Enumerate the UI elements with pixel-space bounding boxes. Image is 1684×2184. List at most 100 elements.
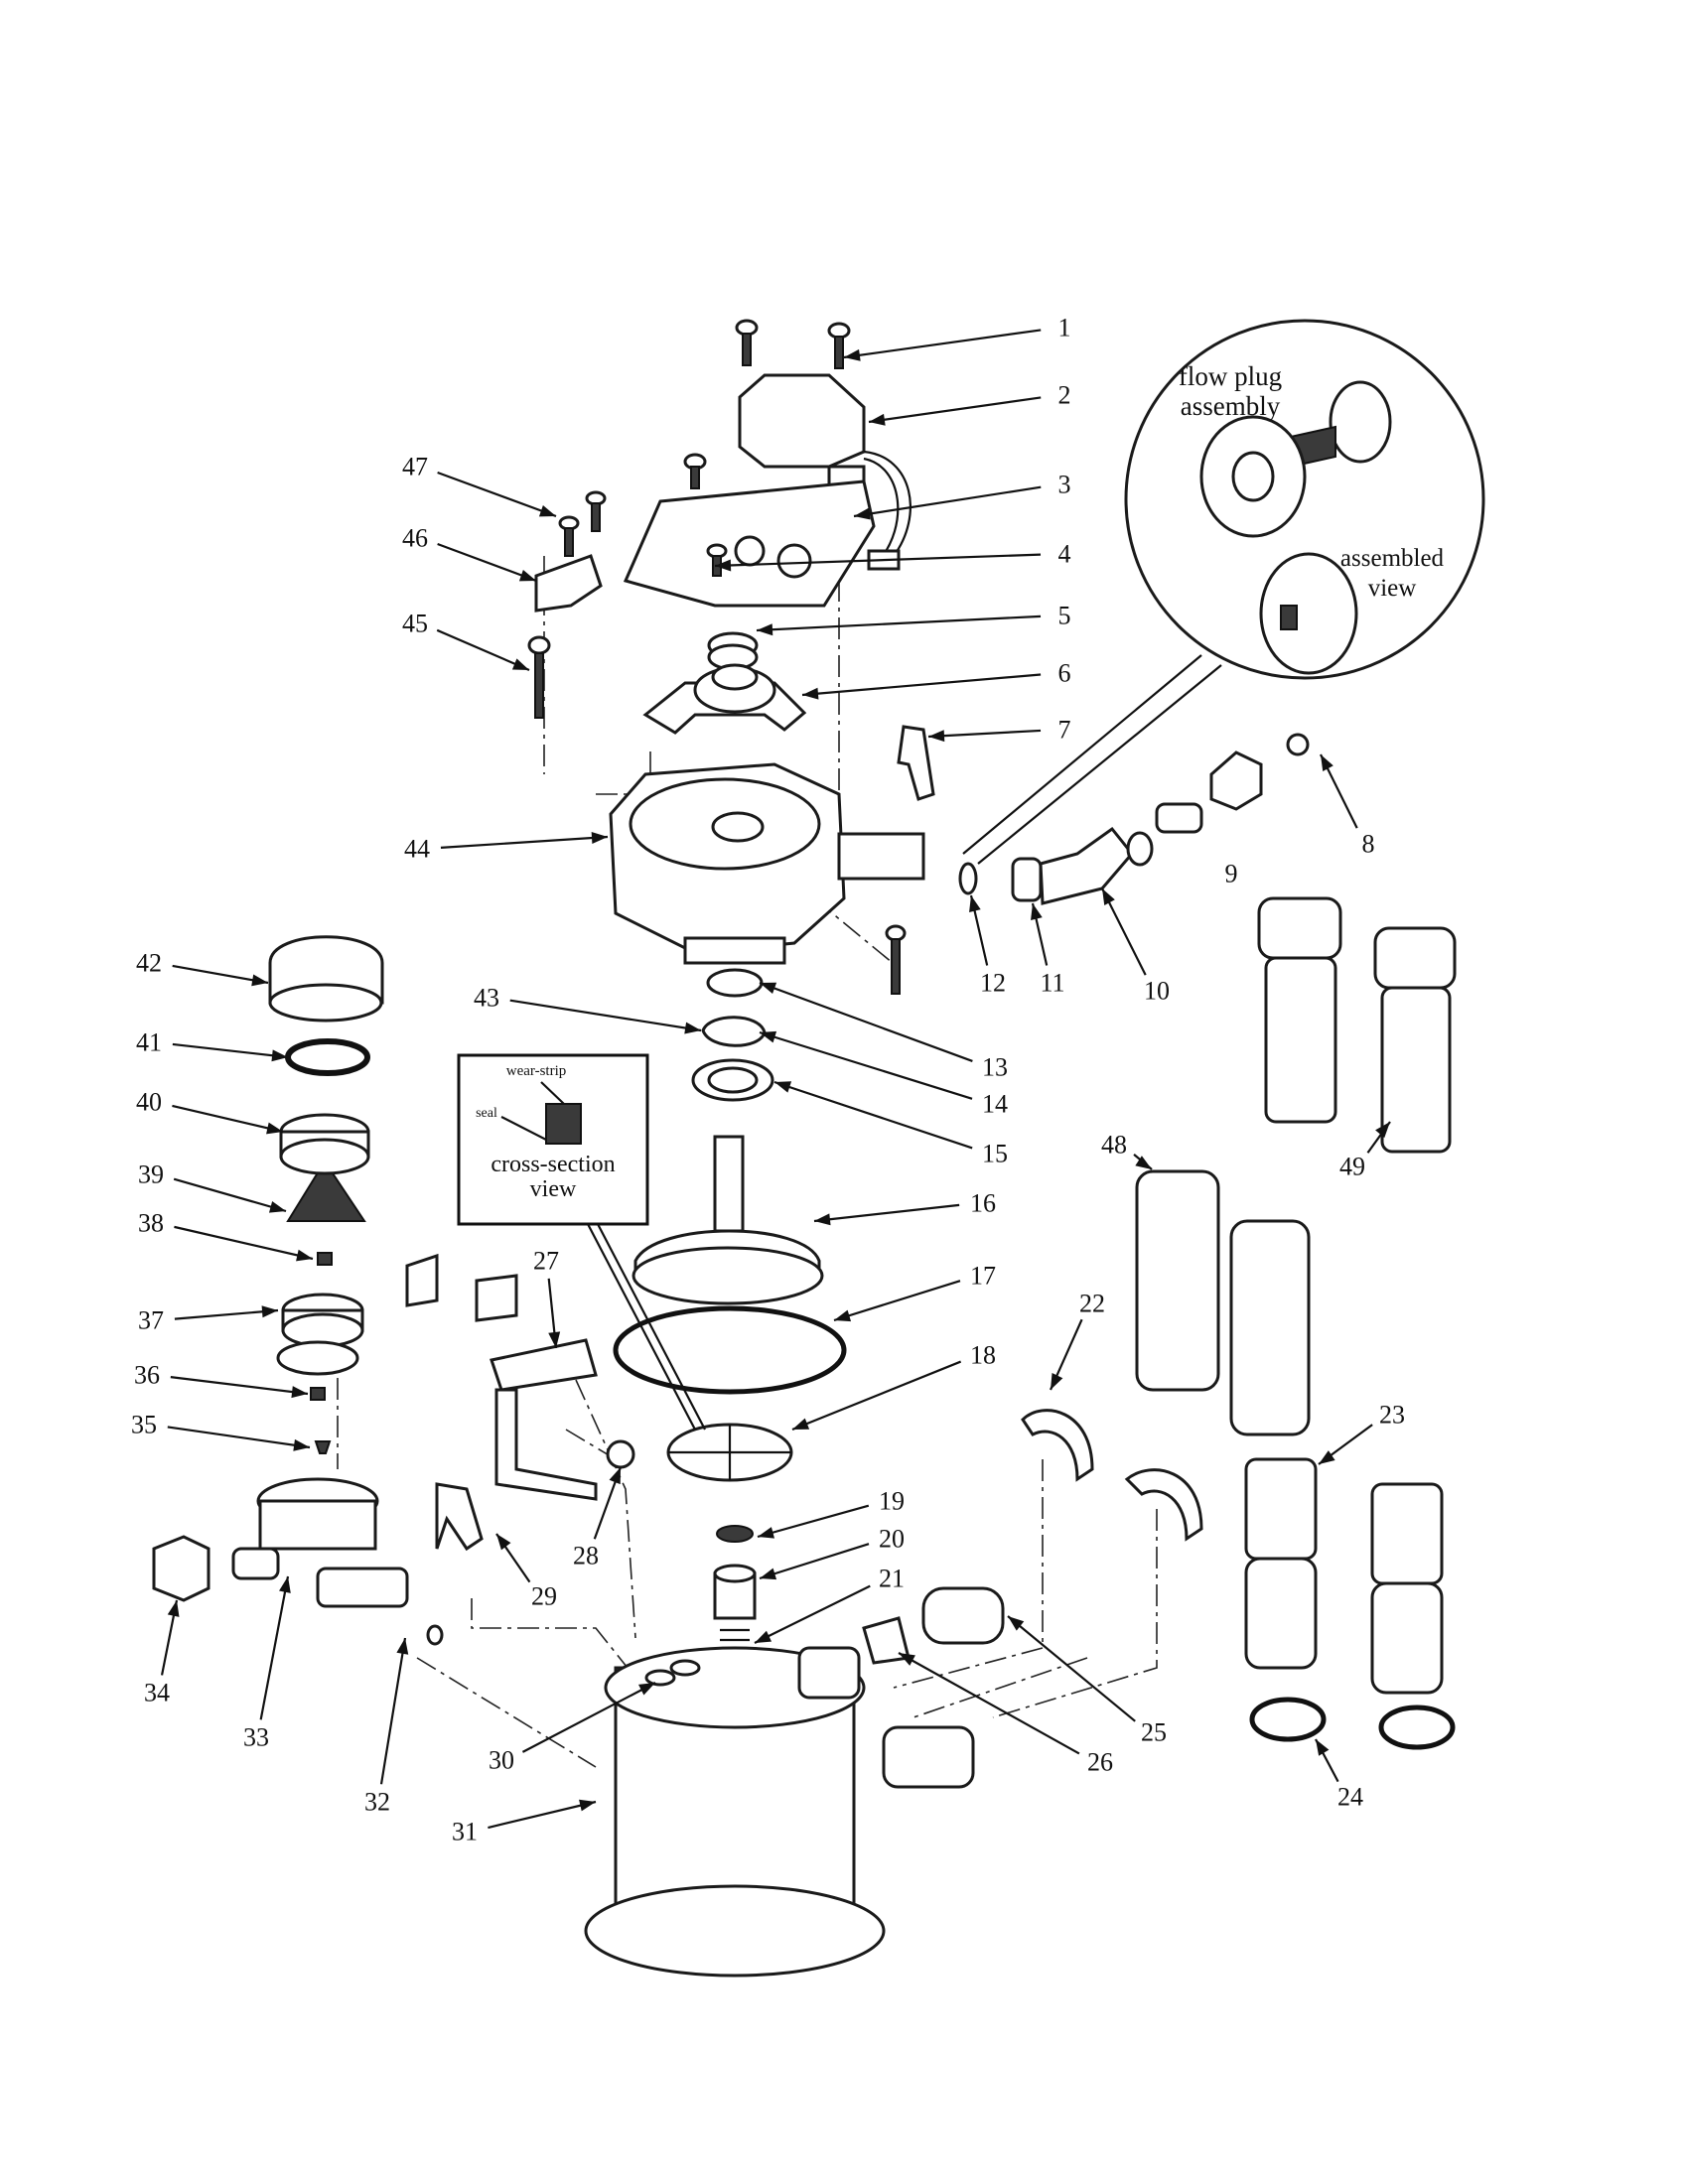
assembled-label-2: view: [1368, 575, 1417, 602]
callout-31: 31: [452, 1818, 478, 1846]
assembled-label-1: assembled: [1340, 545, 1445, 572]
callout-43: 43: [474, 984, 499, 1013]
leader-line-37: [174, 1308, 279, 1320]
leader-arrow-46: [518, 570, 536, 582]
leader-arrow-31: [579, 1799, 596, 1812]
leader-arrow-38: [296, 1249, 313, 1262]
callout-26: 26: [1087, 1748, 1113, 1777]
callout-23: 23: [1379, 1401, 1405, 1430]
part-24-orings: [1249, 1697, 1456, 1750]
callout-49: 49: [1339, 1153, 1365, 1181]
leader-arrow-27: [548, 1331, 561, 1348]
flow-plug-title-2: assembly: [1181, 391, 1281, 421]
part-23-adapters: [1244, 1457, 1444, 1695]
part-17-oring: [613, 1305, 847, 1395]
cross-section-label-1: cross-section: [491, 1152, 615, 1177]
leader-arrow-18: [792, 1418, 810, 1430]
part-46-switch: [534, 554, 603, 613]
callout-12: 12: [980, 969, 1006, 998]
leader-arrow-24: [1316, 1739, 1330, 1756]
leader-arrow-48: [1135, 1156, 1152, 1169]
leader-line-36: [170, 1376, 309, 1396]
part-10-elbow: [1039, 826, 1134, 905]
leader-line-43: [509, 999, 702, 1032]
part-31-base: [584, 1646, 975, 1978]
part-11-bushing: [1011, 857, 1043, 902]
leader-line-31: [488, 1800, 597, 1830]
cross-section-detail: wear-strip seal cross-section view: [457, 1053, 706, 1431]
callout-6: 6: [1058, 659, 1071, 688]
leader-line-39: [173, 1177, 287, 1213]
part-28-ring: [606, 1439, 635, 1469]
callout-34: 34: [144, 1679, 170, 1707]
leader-arrow-36: [291, 1386, 308, 1399]
leader-arrow-15: [774, 1081, 792, 1093]
callout-40: 40: [136, 1088, 162, 1117]
callout-36: 36: [134, 1361, 160, 1390]
leader-arrow-8: [1321, 754, 1333, 771]
part-3-plate: [623, 453, 876, 608]
leader-line-15: [773, 1080, 973, 1150]
leader-arrow-14: [760, 1030, 777, 1043]
leader-line-21: [754, 1584, 871, 1644]
leader-arrow-29: [496, 1534, 511, 1551]
leader-line-6: [801, 673, 1042, 697]
callout-35: 35: [131, 1411, 157, 1439]
callout-17: 17: [970, 1262, 996, 1291]
leader-arrow-4: [715, 559, 732, 572]
leader-line-5: [756, 614, 1042, 632]
leader-arrow-17: [834, 1309, 852, 1322]
leader-line-16: [813, 1203, 960, 1223]
callout-46: 46: [402, 524, 428, 553]
callout-28: 28: [573, 1542, 599, 1570]
leader-arrow-20: [760, 1568, 777, 1580]
part-41-oring: [285, 1038, 370, 1076]
part-35-nozzle: [314, 1440, 332, 1454]
leader-line-40: [172, 1104, 284, 1134]
leader-line-13: [759, 981, 973, 1062]
callout-25: 25: [1141, 1718, 1167, 1747]
leader-arrow-12: [969, 895, 981, 912]
part-9-fittings: [1126, 751, 1263, 867]
callout-15: 15: [982, 1140, 1008, 1168]
callout-4: 4: [1058, 540, 1071, 569]
part-12-washer: [958, 862, 978, 895]
part-27-arm: [494, 1388, 598, 1501]
leader-arrow-28: [609, 1467, 621, 1485]
part-43-seal: [701, 1016, 767, 1047]
leader-arrow-34: [167, 1600, 180, 1617]
leader-arrow-11: [1031, 903, 1043, 920]
leader-arrow-19: [758, 1527, 775, 1539]
leader-arrow-26: [899, 1653, 915, 1666]
part-45-screw: [527, 635, 551, 719]
leader-line-44: [440, 835, 609, 849]
part-40-cap: [279, 1113, 370, 1175]
callout-14: 14: [982, 1090, 1008, 1119]
leader-arrow-35: [293, 1438, 310, 1451]
callout-5: 5: [1058, 602, 1071, 630]
part-44-valve-body: [609, 762, 925, 965]
leader-line-47: [437, 471, 557, 518]
leader-line-14: [759, 1030, 973, 1100]
leader-arrow-13: [760, 982, 777, 995]
callout-22: 22: [1079, 1290, 1105, 1318]
part-18-disc: [666, 1423, 793, 1482]
leader-line-30: [521, 1682, 656, 1753]
leader-arrow-16: [814, 1213, 831, 1226]
part-30-orings: [644, 1659, 701, 1687]
callout-29: 29: [531, 1582, 557, 1611]
leader-line-3: [853, 485, 1042, 518]
leader-arrow-21: [755, 1630, 772, 1643]
callout-45: 45: [402, 610, 428, 638]
part-15-ring: [691, 1058, 774, 1102]
part-27-switch: [405, 1253, 518, 1322]
part-7-clip: [897, 725, 935, 801]
leader-arrow-41: [271, 1049, 288, 1062]
part-27-bracket: [490, 1338, 598, 1392]
part-29-clip: [435, 1482, 484, 1552]
callout-7: 7: [1058, 716, 1071, 745]
leader-line-25: [1007, 1615, 1136, 1722]
flow-plug-title-1: flow plug: [1179, 361, 1282, 391]
leader-arrow-39: [268, 1201, 286, 1213]
callout-21: 21: [879, 1565, 905, 1593]
